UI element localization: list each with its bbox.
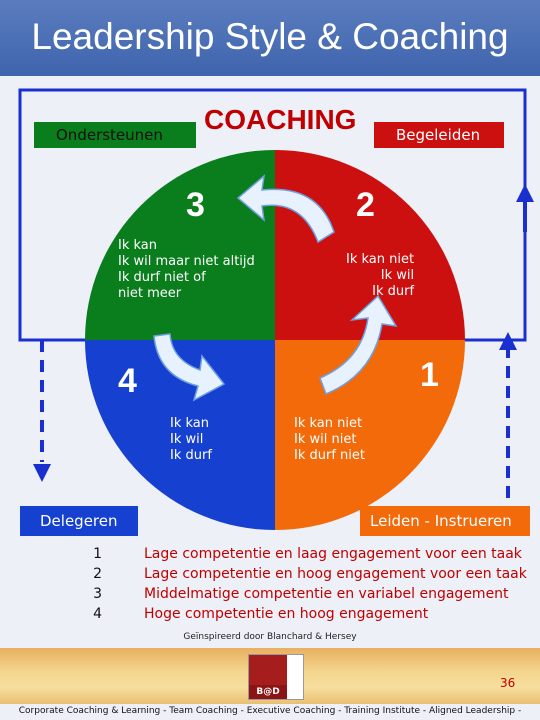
label-delegeren-box: [20, 506, 138, 536]
legend: 1 Lage competentie en laag engagement vo…: [40, 544, 527, 624]
page-title: Leadership Style & Coaching: [31, 16, 509, 57]
legend-number: 3: [93, 586, 102, 602]
label-begeleiden-box: [374, 122, 504, 148]
footer-text: Corporate Coaching & Learning - Team Coa…: [18, 706, 522, 716]
legend-text: Hoge competentie en hoog engagement: [144, 606, 429, 622]
legend-text: Middelmatige competentie en variabel eng…: [144, 586, 509, 602]
quadrant-3: [85, 150, 275, 340]
legend-row: 4 Hoge competentie en hoog engagement: [40, 604, 527, 624]
page-number: 36: [500, 676, 516, 690]
quadrant-4: [85, 340, 275, 530]
label-ondersteunen: Ondersteunen: [56, 126, 163, 144]
label-ondersteunen-box: [34, 122, 196, 148]
arrow-3-to-4: [153, 333, 226, 402]
quadrant-3-text: Ik kan Ik wil maar niet altijd Ik durf n…: [118, 238, 255, 301]
arrow-1-to-2: [319, 294, 398, 395]
right-arrowhead: [516, 184, 534, 202]
right-dashed-arrowhead: [499, 332, 517, 350]
legend-number: 1: [93, 546, 102, 562]
legend-row: 1 Lage competentie en laag engagement vo…: [40, 544, 527, 564]
label-leiden-instrueren: Leiden - Instrueren: [370, 512, 512, 530]
legend-row: 2 Lage competentie en hoog engagement vo…: [40, 564, 527, 584]
arrow-2-to-3: [236, 174, 335, 244]
legend-number: 2: [93, 566, 102, 582]
left-arrowhead: [33, 464, 51, 482]
credit-text: Geïnspireerd door Blanchard & Hersey: [183, 632, 357, 642]
company-logo: B@D: [248, 654, 304, 700]
legend-text: Lage competentie en hoog engagement voor…: [144, 566, 527, 582]
quadrant-4-text: Ik kan Ik wil Ik durf: [170, 416, 212, 463]
quadrant-3-number: 3: [186, 186, 205, 224]
logo-side-text: [289, 657, 301, 697]
quadrant-1: [275, 340, 465, 530]
legend-number: 4: [93, 606, 102, 622]
quadrant-2-text: Ik kan niet Ik wil Ik durf: [346, 252, 415, 299]
quadrant-1-text: Ik kan niet Ik wil niet Ik durf niet: [294, 416, 365, 463]
quadrant-2-number: 2: [356, 186, 375, 224]
legend-row: 3 Middelmatige competentie en variabel e…: [40, 584, 527, 604]
quadrant-2: [275, 150, 465, 340]
label-begeleiden: Begeleiden: [396, 126, 481, 144]
label-delegeren: Delegeren: [40, 512, 118, 530]
label-coaching-box: [196, 100, 374, 142]
quadrant-1-number: 1: [420, 356, 439, 394]
quadrant-4-number: 4: [118, 362, 137, 400]
logo-text: B@D: [249, 685, 287, 699]
legend-text: Lage competentie en laag engagement voor…: [144, 546, 522, 562]
title-bar: [0, 0, 540, 76]
situational-leadership-diagram: [18, 88, 534, 530]
label-leiden-box: [360, 506, 530, 536]
label-coaching: COACHING: [204, 104, 357, 135]
logo-emblem-icon: [249, 655, 287, 685]
